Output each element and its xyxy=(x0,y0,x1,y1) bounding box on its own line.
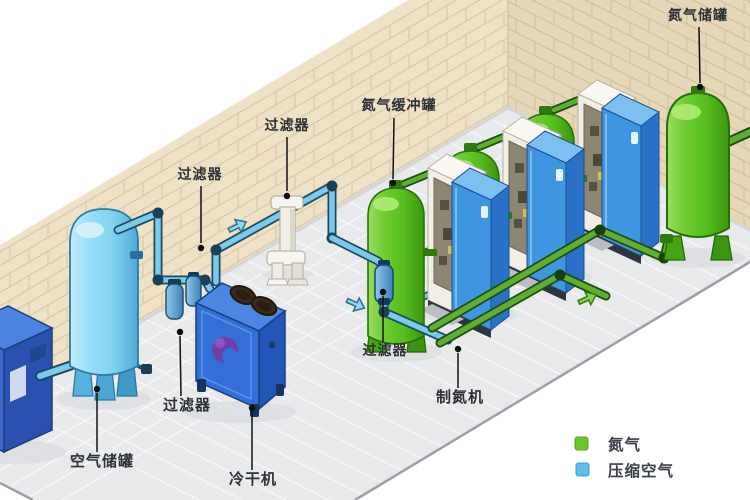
dryer xyxy=(194,282,287,417)
dryer-logo xyxy=(212,337,238,364)
nitrogen-legend-label: 氮气 xyxy=(608,435,641,454)
module-filter xyxy=(374,260,394,305)
filter-label: 过滤器 xyxy=(163,396,211,414)
nitrogen-buffer-tank-label: 氮气缓冲罐 xyxy=(361,97,437,114)
air-storage-tank-label: 空气储罐 xyxy=(70,452,134,470)
air-tank-outlet-piping xyxy=(113,207,215,320)
air-compressor xyxy=(0,305,54,454)
annotation-filter-inline: 过滤器 xyxy=(163,328,211,414)
line-filter-a xyxy=(165,279,184,320)
nitrogen-generator-label: 制氮机 xyxy=(436,388,484,406)
dryer-fan xyxy=(250,295,278,317)
annotation-filter-wall: 过滤器 xyxy=(265,117,310,200)
nitrogen-storage-tank xyxy=(660,86,750,261)
legend: 氮气 压缩空气 xyxy=(574,435,674,480)
line-filter-b xyxy=(185,272,202,307)
air-storage-tank xyxy=(69,208,152,401)
annotation-nitrogen-buffer-tank: 氮气缓冲罐 xyxy=(361,97,437,187)
module-inlet-piping xyxy=(327,233,453,345)
filter-label: 过滤器 xyxy=(363,342,408,359)
floor-edge-right xyxy=(354,260,750,500)
wall-filter xyxy=(266,195,309,286)
annotation-nitrogen-generator: 制氮机 xyxy=(436,345,484,406)
dryer-label: 冷干机 xyxy=(229,470,277,488)
nitrogen-storage-tank-label: 氮气储罐 xyxy=(667,7,728,24)
compressed-air-legend-label: 压缩空气 xyxy=(608,461,674,480)
filter-label: 过滤器 xyxy=(265,117,310,134)
annotation-filter-riser: 过滤器 xyxy=(178,166,223,252)
dryer-fan xyxy=(229,284,257,306)
filter-label: 过滤器 xyxy=(178,166,223,183)
nitrogen-swatch xyxy=(574,436,589,451)
compressed-air-wall-piping xyxy=(210,180,338,287)
annotation-filter-module: 过滤器 xyxy=(363,288,408,359)
compressed-air-swatch xyxy=(575,462,590,477)
floor-edge-left xyxy=(0,481,34,500)
annotation-air-storage-tank: 空气储罐 xyxy=(70,385,134,470)
annotation-nitrogen-storage-tank: 氮气储罐 xyxy=(667,7,728,91)
annotation-dryer: 冷干机 xyxy=(229,404,277,488)
annotations: 过滤器 过滤器 氮气缓冲罐 氮气储罐 空气储罐 过滤器 冷干机 过滤器 xyxy=(70,7,728,488)
